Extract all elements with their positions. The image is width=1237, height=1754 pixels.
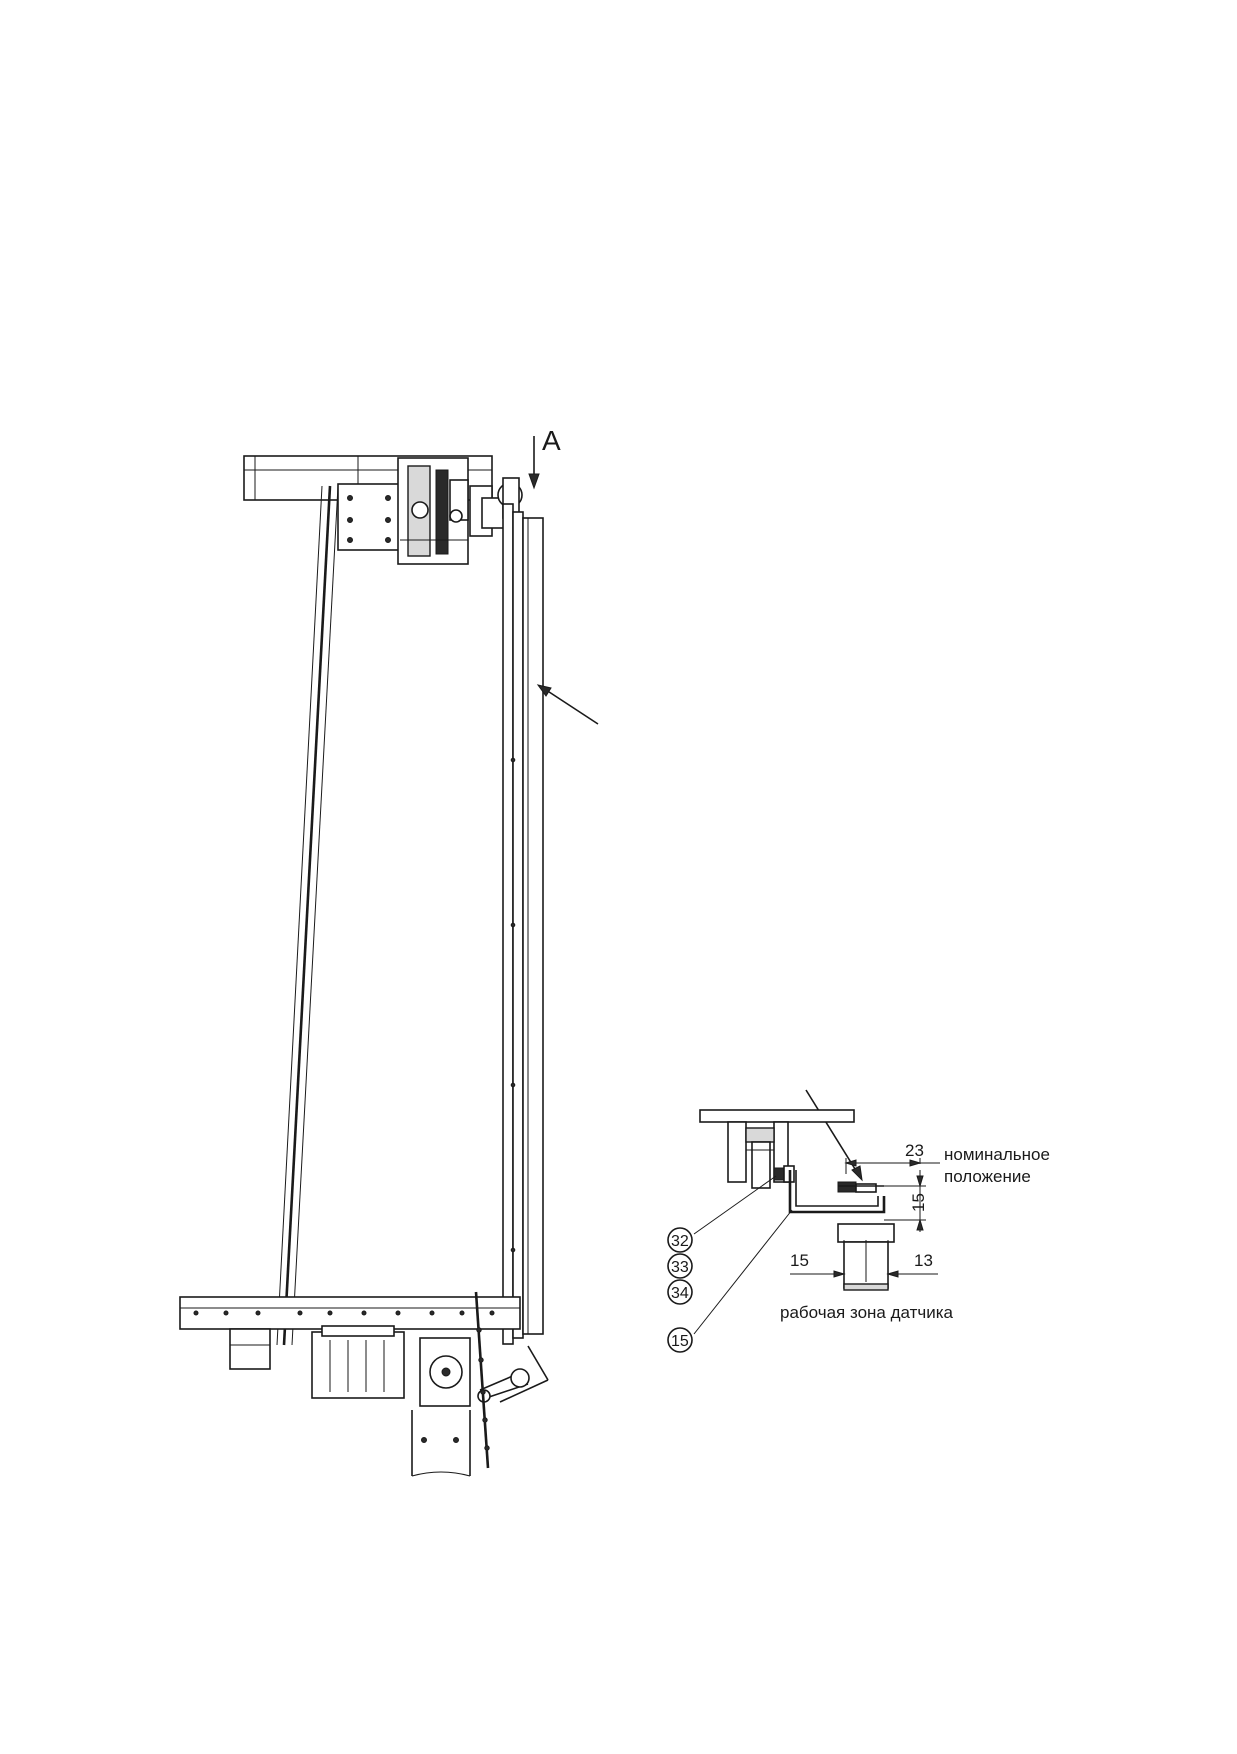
callout-32: 32 bbox=[667, 1227, 693, 1253]
main-assembly-view: A bbox=[179, 425, 599, 1477]
callout-33: 33 bbox=[667, 1253, 693, 1279]
svg-text:34: 34 bbox=[671, 1285, 689, 1302]
rail-leader-arrow bbox=[536, 684, 599, 725]
view-label-a: A bbox=[542, 425, 561, 456]
dimension-15-vertical: 15 bbox=[909, 1193, 928, 1212]
sensor-working-zone-label: рабочая зона датчика bbox=[780, 1303, 954, 1322]
top-guide-shoe bbox=[397, 457, 507, 565]
dimension-23: 23 bbox=[905, 1141, 924, 1160]
detail-view-sensor-bracket: 23 15 15 13 номинальное положение рабоча… bbox=[667, 1089, 1050, 1353]
lower-support bbox=[411, 1410, 471, 1477]
dimension-15-bottom: 15 bbox=[790, 1251, 809, 1270]
lower-chain bbox=[474, 1291, 490, 1469]
svg-text:33: 33 bbox=[671, 1259, 689, 1276]
brake-unit bbox=[419, 1337, 471, 1407]
nominal-position-line1: номинальное bbox=[944, 1145, 1050, 1164]
bottom-bracket bbox=[229, 1328, 271, 1370]
dimension-13-bottom: 13 bbox=[914, 1251, 933, 1270]
svg-text:32: 32 bbox=[671, 1233, 689, 1250]
bottom-beam bbox=[179, 1296, 521, 1330]
tensioner-arm bbox=[477, 1345, 549, 1403]
callout-15: 15 bbox=[667, 1327, 693, 1353]
motor-unit bbox=[311, 1325, 405, 1399]
vertical-guide-rail bbox=[502, 503, 544, 1345]
nominal-position-line2: положение bbox=[944, 1167, 1031, 1186]
callout-34: 34 bbox=[667, 1279, 693, 1305]
drive-chain bbox=[276, 485, 339, 1346]
svg-text:15: 15 bbox=[671, 1333, 689, 1350]
view-a-arrow: A bbox=[528, 425, 561, 490]
